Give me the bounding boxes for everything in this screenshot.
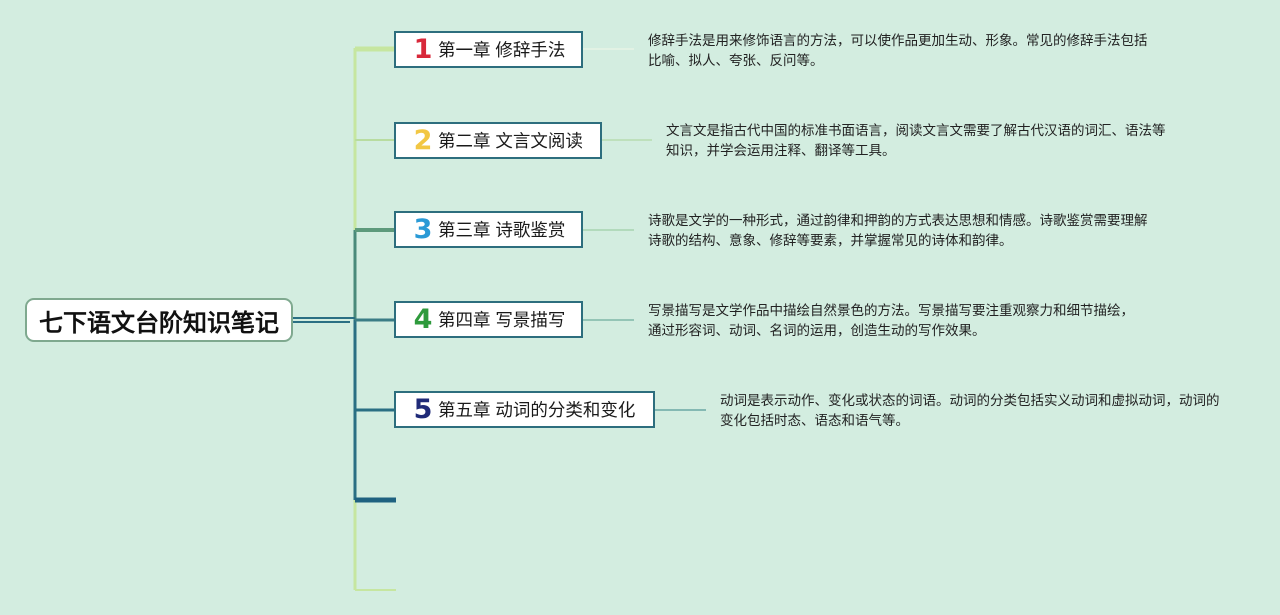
root-node[interactable]: 七下语文台阶知识笔记 xyxy=(25,298,293,342)
chapter-title-3: 第三章 诗歌鉴赏 xyxy=(438,220,566,240)
chapter-title-4: 第四章 写景描写 xyxy=(438,310,566,330)
chapter-number-4: 4 xyxy=(413,304,433,335)
chapter-title-2: 第二章 文言文阅读 xyxy=(438,131,583,151)
chapter-description-2: 文言文是指古代中国的标准书面语言，阅读文言文需要了解古代汉语的词汇、语法等知识，… xyxy=(666,123,1166,158)
chapter-number-2: 2 xyxy=(413,125,433,156)
chapter-title-5: 第五章 动词的分类和变化 xyxy=(438,400,636,420)
chapter-description-1: 修辞手法是用来修饰语言的方法，可以使作品更加生动、形象。常见的修辞手法包括比喻、… xyxy=(648,33,1148,68)
chapter-node-5[interactable]: 5 第五章 动词的分类和变化 xyxy=(394,391,655,428)
root-title: 七下语文台阶知识笔记 xyxy=(39,309,279,337)
chapter-node-4[interactable]: 4 第四章 写景描写 xyxy=(394,301,583,338)
chapter-number-5: 5 xyxy=(413,394,433,425)
chapter-number-1: 1 xyxy=(413,34,433,65)
chapter-description-4: 写景描写是文学作品中描绘自然景色的方法。写景描写要注重观察力和细节描绘，通过形容… xyxy=(648,303,1134,338)
chapter-title-1: 第一章 修辞手法 xyxy=(438,40,566,60)
chapter-node-2[interactable]: 2 第二章 文言文阅读 xyxy=(394,122,602,159)
chapter-description-3: 诗歌是文学的一种形式，通过韵律和押韵的方式表达思想和情感。诗歌鉴赏需要理解诗歌的… xyxy=(648,213,1148,248)
chapter-node-1[interactable]: 1 第一章 修辞手法 xyxy=(394,31,583,68)
chapter-description-5: 动词是表示动作、变化或状态的词语。动词的分类包括实义动词和虚拟动词，动词的变化包… xyxy=(720,393,1220,428)
chapter-number-3: 3 xyxy=(413,214,433,245)
chapter-node-3[interactable]: 3 第三章 诗歌鉴赏 xyxy=(394,211,583,248)
